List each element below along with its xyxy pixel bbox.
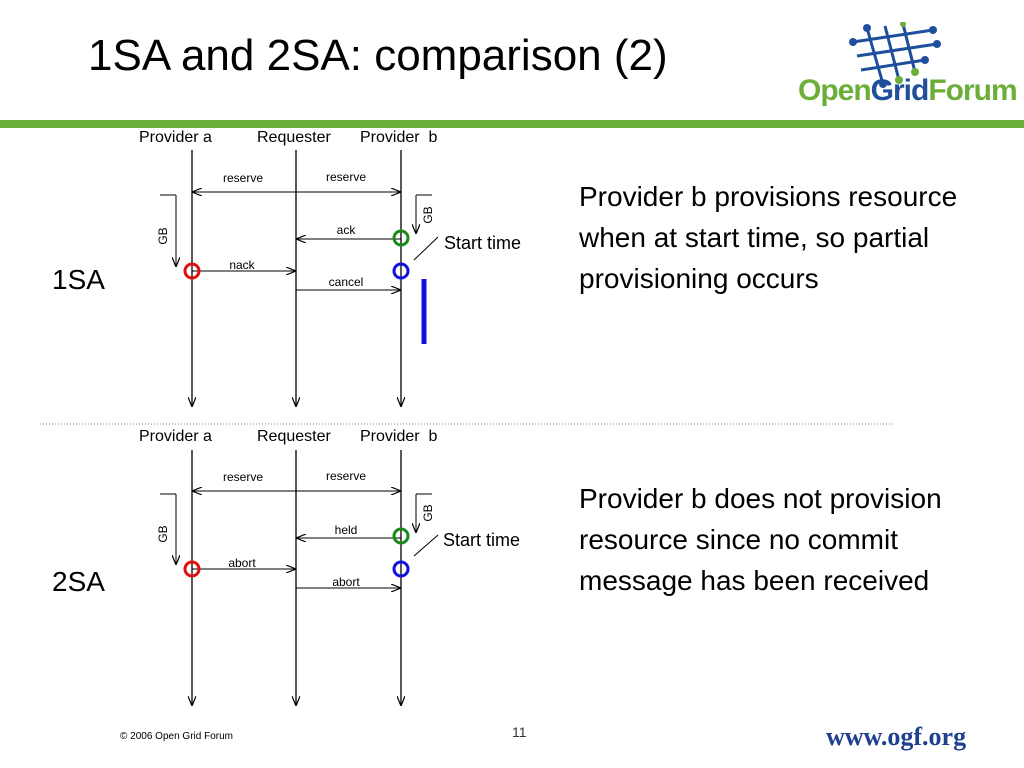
nack-marker-red-1 bbox=[183, 262, 201, 280]
footer-url: www.ogf.org bbox=[826, 722, 967, 751]
logo-forum: Forum bbox=[928, 74, 1017, 107]
start-marker-green-1 bbox=[392, 229, 410, 247]
gb-label-left-1: GB bbox=[156, 227, 170, 244]
label-reserve-left-2: reserve bbox=[223, 470, 263, 484]
description-2sa: Provider b does not provision resource s… bbox=[579, 483, 942, 596]
label-abort-right-2: abort bbox=[332, 575, 360, 589]
label-reserve-left-1: reserve bbox=[223, 171, 263, 185]
description-1sa: Provider b provisions resource when at s… bbox=[579, 181, 958, 294]
section-label-1sa: 1SA bbox=[52, 264, 105, 295]
label-ack-1: ack bbox=[337, 223, 357, 237]
start-marker-green-2 bbox=[392, 527, 410, 545]
gb-label-left-2: GB bbox=[156, 525, 170, 542]
header-rule bbox=[0, 120, 1024, 128]
label-reserve-right-1: reserve bbox=[326, 170, 366, 184]
section-label-2sa: 2SA bbox=[52, 566, 105, 597]
participant-requester-2: Requester bbox=[257, 428, 331, 445]
participant-provider-a-2: Provider a bbox=[139, 428, 212, 445]
slide-title: 1SA and 2SA: comparison (2) bbox=[88, 31, 668, 80]
label-abort-left-2: abort bbox=[228, 556, 256, 570]
label-held-2: held bbox=[335, 523, 358, 537]
logo-open: Open bbox=[798, 74, 872, 107]
participant-provider-b-2: Provider b bbox=[360, 428, 438, 445]
gb-label-right-2: GB bbox=[421, 504, 435, 521]
cancel-marker-blue-1 bbox=[392, 262, 410, 280]
start-time-label-2: Start time bbox=[443, 530, 521, 550]
page-number: 11 bbox=[512, 724, 527, 740]
label-reserve-right-2: reserve bbox=[326, 469, 366, 483]
ogf-logo-text: OpenGridForum bbox=[798, 74, 1018, 108]
grid-logo-icon bbox=[849, 22, 941, 88]
participant-provider-a-1: Provider a bbox=[139, 129, 212, 146]
footer-copyright: © 2006 Open Grid Forum bbox=[120, 731, 233, 742]
participant-requester-1: Requester bbox=[257, 129, 331, 146]
abort-marker-red-2 bbox=[183, 560, 201, 578]
start-time-label-1: Start time bbox=[444, 233, 522, 253]
label-cancel-1: cancel bbox=[329, 275, 364, 289]
label-nack-1: nack bbox=[229, 258, 255, 272]
abort-marker-blue-2 bbox=[392, 560, 410, 578]
participant-provider-b-1: Provider b bbox=[360, 129, 438, 146]
gb-label-right-1: GB bbox=[421, 206, 435, 223]
logo-grid: Grid bbox=[870, 74, 930, 107]
